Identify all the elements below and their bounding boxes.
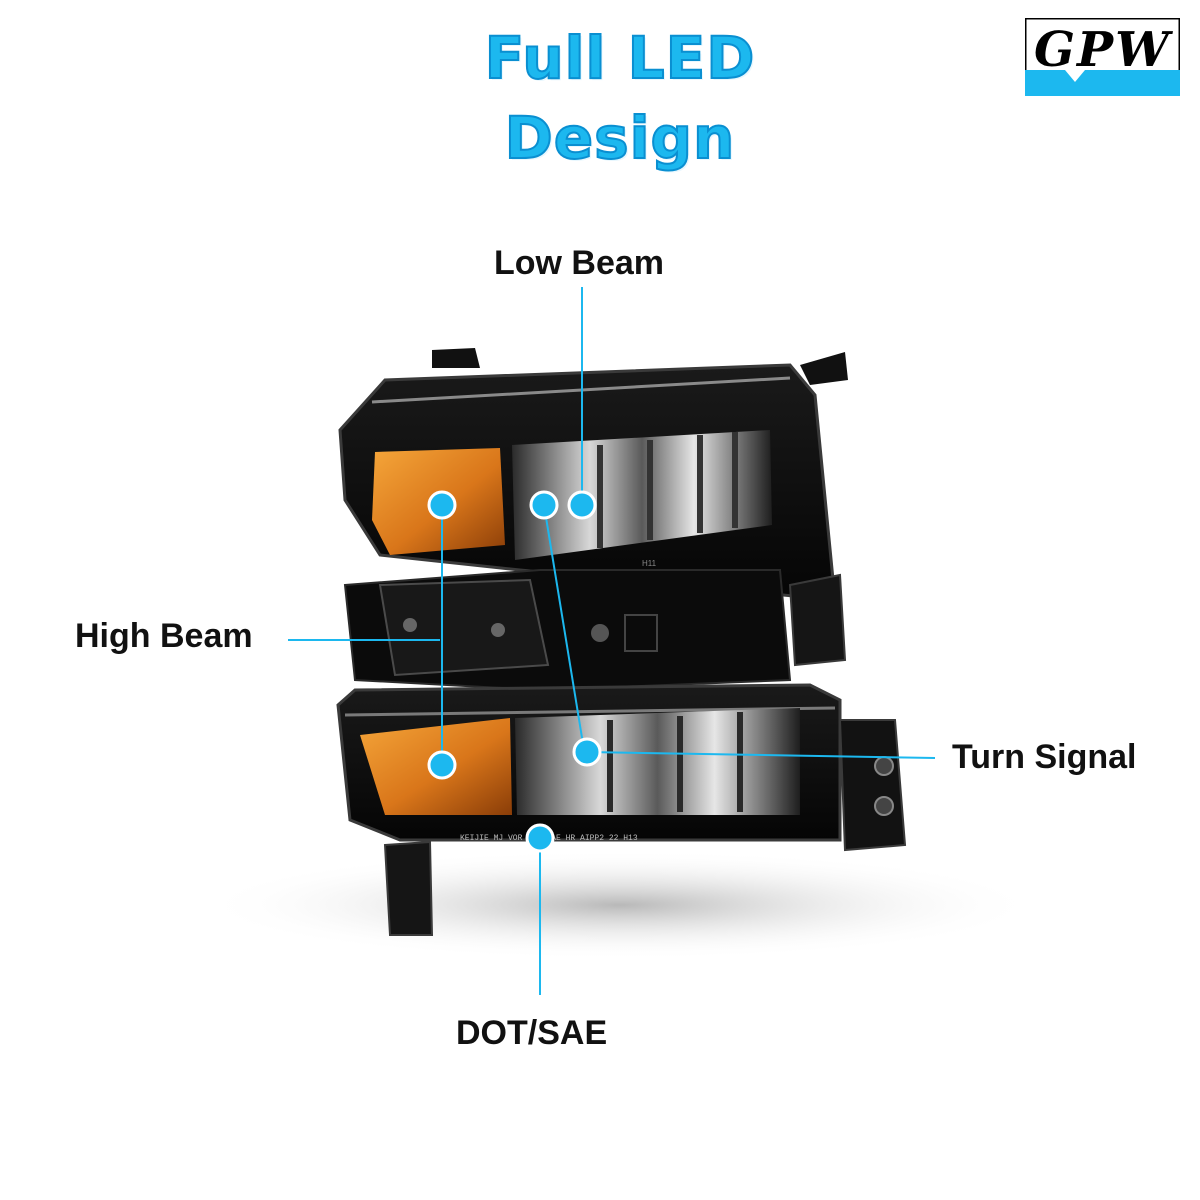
floor-shadow [200,850,1040,960]
mid-panel [624,614,658,652]
bulb-marking: H11 [642,559,657,568]
logo-badge [1023,16,1182,96]
low-beam-reflector [512,430,772,560]
logo-wordmark: GPW [1034,22,1171,78]
screw-left [403,618,417,632]
headline: Full LED Design [484,23,756,173]
mount-tab-left [432,348,480,368]
mount-tab-right [800,352,848,385]
callout-dots [427,490,602,853]
turn-signal-reflector [515,708,800,815]
connector-right [788,573,847,667]
high-beam-dot-upper [427,490,457,520]
turn-signal-label: Turn Signal [952,738,1137,776]
reflector-ribs [597,432,738,548]
low-beam-label: Low Beam [494,244,665,282]
low-beam-to-turn-line [543,504,585,751]
low-beam-dot [567,490,597,520]
lower-trim [344,706,836,717]
high-beam-label: High Beam [75,617,253,655]
bracket-hole-1 [874,756,894,776]
brand-logo: GPW [1023,16,1182,96]
turn-signal-dot [572,737,602,767]
low-beam-dot-2 [529,490,559,520]
dot-sae-dot [525,823,555,853]
high-beam-housing [378,578,550,677]
dot-sae-label: DOT/SAE [456,1014,608,1052]
callout-lines [288,287,936,995]
mid-screw [591,624,609,642]
bracket-hole-2 [874,796,894,816]
high-beam-dot-lower [427,750,457,780]
side-bracket [838,719,907,852]
screw-right [491,623,505,637]
turn-signal-line [586,751,936,759]
lower-reflector-ribs [607,712,743,812]
mount-leg [383,840,434,936]
